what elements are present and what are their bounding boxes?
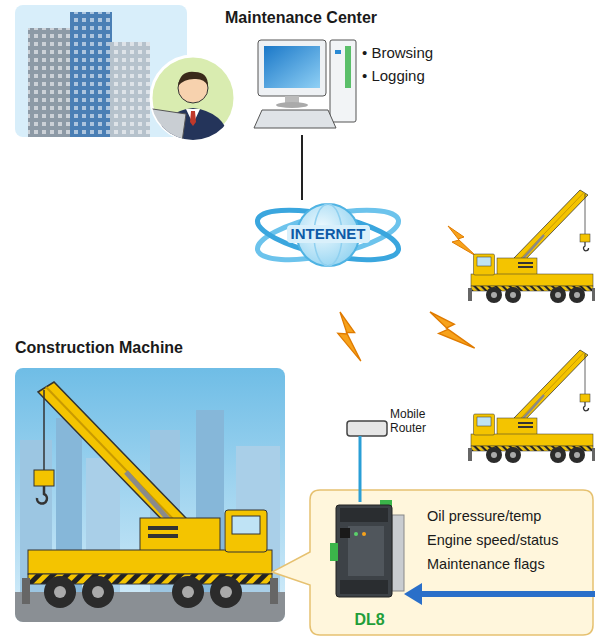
building-windows	[70, 12, 112, 137]
building-windows	[28, 28, 72, 137]
connector-line	[301, 135, 303, 200]
device-panel	[348, 526, 384, 576]
device-label: Mobile Router	[390, 407, 438, 436]
building	[110, 42, 150, 137]
monitor-screen	[264, 46, 320, 88]
feature-bullet: • Browsing	[362, 44, 433, 62]
remote-crane	[468, 350, 595, 463]
orbit-ring	[253, 200, 402, 269]
orbit-ring	[253, 200, 402, 269]
data-item: Maintenance flags	[427, 556, 545, 573]
main-crane	[22, 382, 278, 608]
remote-crane	[468, 190, 595, 303]
building	[70, 12, 112, 137]
tower-drive	[335, 50, 341, 54]
input-arrow	[420, 591, 595, 597]
person-hair	[178, 72, 208, 86]
status-led	[362, 532, 366, 536]
computer-tower	[330, 40, 356, 122]
section-heading: Construction Machine	[15, 338, 183, 357]
section-heading: Maintenance Center	[225, 8, 377, 27]
internet-globe: INTERNET	[253, 200, 403, 270]
terminal-block	[340, 508, 388, 522]
status-led	[354, 532, 358, 536]
building	[28, 28, 72, 137]
feature-bullet: • Logging	[362, 67, 425, 85]
ethernet-port	[340, 528, 350, 538]
logger-device: DL8	[332, 502, 407, 630]
wireless-bolt	[327, 312, 375, 361]
side-connector	[330, 543, 338, 561]
terminal-block	[340, 580, 388, 594]
mobile-router: Mobile Router	[346, 410, 446, 436]
monitor	[258, 40, 326, 96]
input-arrowhead	[404, 583, 422, 605]
laptop	[140, 108, 186, 142]
building-windows	[110, 42, 150, 137]
person-tie	[190, 111, 196, 126]
data-item: Engine speed/status	[427, 532, 558, 549]
data-item: Oil pressure/temp	[427, 508, 541, 525]
maintenance-center: Maintenance Center • Browsing • Logging	[222, 4, 482, 135]
data-callout: Oil pressure/tempEngine speed/statusMain…	[310, 490, 593, 635]
connector-line	[359, 436, 362, 502]
network-label: INTERNET	[287, 225, 370, 243]
monitor-base	[276, 102, 308, 108]
callout-shape	[272, 490, 593, 635]
router-body	[347, 421, 387, 436]
sky	[15, 368, 285, 622]
keyboard	[254, 110, 336, 128]
wireless-bolt	[448, 226, 476, 256]
device-body	[336, 505, 392, 597]
machine-panel: Construction Machine	[15, 338, 287, 623]
din-rail	[392, 515, 404, 591]
device-name: DL8	[354, 610, 384, 629]
tower-stripe	[345, 46, 351, 88]
wireless-bolt	[430, 307, 475, 354]
